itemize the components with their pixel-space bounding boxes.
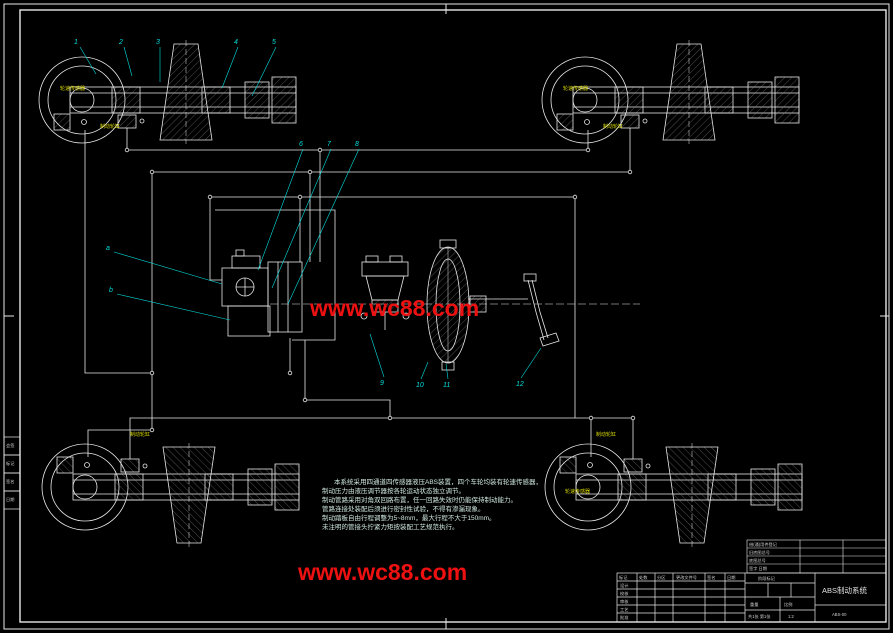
note-line: 制动压力由液压调节器按各轮运动状态独立调节。 (322, 486, 465, 495)
margin-cell-label: 会签 (6, 442, 15, 449)
part-label: 制动轮缸 (100, 123, 120, 130)
callout-3: 3 (156, 39, 160, 46)
wheel-assembly-top-left (38, 39, 297, 145)
margin-cell-label: 日期 (6, 497, 14, 503)
rev-header: 处数 (639, 574, 648, 581)
reg-row-label: 签字 日期 (749, 565, 767, 572)
role-label: 校核 (620, 590, 629, 597)
hydraulic-lines (84, 143, 640, 444)
role-label: 工艺 (620, 607, 628, 612)
callout-9: 9 (380, 380, 384, 387)
callout-11: 11 (443, 382, 450, 389)
role-label: 批准 (620, 614, 628, 621)
drawing-number: ABS-00 (832, 612, 847, 617)
wheel-assembly-top-right (541, 39, 800, 145)
callout-6: 6 (299, 141, 303, 148)
note-line: 制动管路采用对角双回路布置，任一回路失效时仍能保持制动能力。 (322, 495, 517, 504)
callout-b: b (109, 287, 113, 294)
drawing-frame (3, 3, 890, 630)
weight-label: 重量 (750, 601, 758, 608)
reg-row-label: 旧底图总号 (749, 549, 770, 556)
part-labels: 轮速传感器 制动轮缸 轮速传感器 制动轮缸 制动轮缸 轮速传感器 制动轮缸 (60, 85, 623, 495)
part-label: 轮速传感器 (563, 85, 588, 92)
registration-table: 借(通)用件登记 旧底图总号 底图总号 签字 日期 (746, 539, 887, 574)
rev-header: 分区 (657, 574, 665, 581)
wheel-assembly-bottom-right (544, 442, 803, 548)
stage-label: 阶段标记 (758, 575, 776, 582)
margin-signature-cells: 会签 标记 签名 日期 (3, 436, 21, 510)
title-block: 标记 处数 分区 更改文件号 签名 日期 设计 校核 审核 工艺 批准 阶段标记… (616, 572, 887, 623)
part-label: 制动轮缸 (130, 431, 150, 438)
callout-1: 1 (74, 39, 78, 46)
callout-4: 4 (234, 39, 238, 46)
margin-cell-label: 标记 (6, 460, 15, 467)
reg-row-label: 借(通)用件登记 (749, 541, 778, 548)
title-block-text: 标记 处数 分区 更改文件号 签名 日期 设计 校核 审核 工艺 批准 阶段标记… (619, 574, 868, 621)
abs-modulator (221, 249, 303, 337)
callout-numbers: 1 2 3 4 5 6 7 8 a b 9 10 11 12 (74, 39, 524, 389)
callout-leaders (79, 46, 542, 380)
part-label: 轮速传感器 (565, 488, 590, 495)
part-label: 轮速传感器 (60, 85, 85, 92)
note-line: 管路连接处装配后须进行密封性试验，不得有渗漏现象。 (322, 504, 485, 513)
note-line: 未注明的管接头拧紧力矩按装配工艺规范执行。 (322, 522, 459, 531)
callout-12: 12 (516, 381, 524, 388)
callout-5: 5 (272, 39, 276, 46)
role-label: 设计 (620, 582, 628, 589)
sheet-info: 共1张 第1张 (748, 613, 771, 620)
callout-7: 7 (327, 141, 332, 148)
callout-8: 8 (355, 141, 359, 148)
scale-value: 1:2 (788, 614, 794, 619)
part-label: 制动轮缸 (603, 123, 623, 130)
rev-header: 日期 (727, 575, 735, 581)
technical-notes: 本系统采用四通道四传感器液压ABS装置，四个车轮均装有轮速传感器， 制动压力由液… (322, 477, 542, 531)
margin-cell-label: 签名 (6, 478, 14, 485)
pedal-booster-assembly (360, 239, 560, 371)
rev-header: 标记 (619, 574, 628, 581)
watermark-bottom: www.wc88.com (297, 559, 467, 585)
rev-header: 签名 (707, 574, 715, 581)
scale-label: 比例 (784, 601, 792, 608)
rev-header: 更改文件号 (676, 574, 697, 581)
watermark-center: www.wc88.com (309, 295, 479, 321)
callout-10: 10 (416, 382, 424, 389)
part-label: 制动轮缸 (596, 431, 616, 438)
note-line: 本系统采用四通道四传感器液压ABS装置，四个车轮均装有轮速传感器， (334, 477, 542, 486)
role-label: 审核 (620, 598, 629, 605)
pipe-fittings (124, 147, 636, 433)
note-line: 制动踏板自由行程调整为5~8mm，最大行程不大于150mm。 (322, 513, 496, 522)
wheel-assembly-bottom-left (41, 442, 300, 548)
callout-a: a (106, 245, 110, 252)
callout-2: 2 (118, 39, 123, 46)
reg-row-label: 底图总号 (749, 557, 766, 564)
drawing-title: ABS制动系统 (822, 585, 868, 595)
